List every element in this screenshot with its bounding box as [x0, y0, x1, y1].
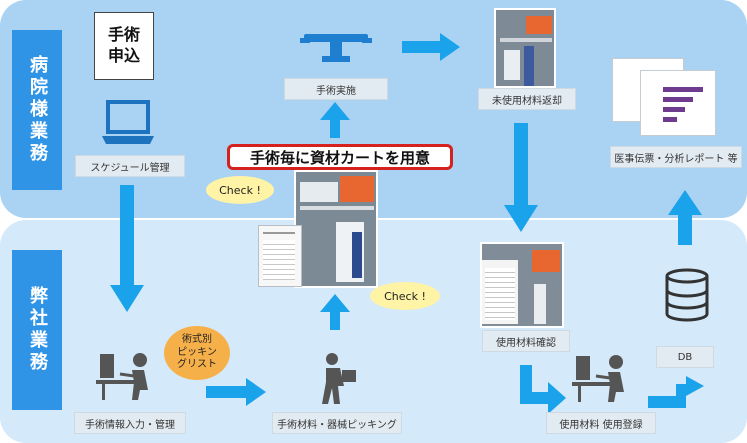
picking-list-line-2: ピッキン	[177, 346, 217, 358]
return-label: 未使用材料返却	[478, 88, 576, 110]
check-bubble-1: Check !	[206, 176, 274, 204]
report-document-front	[640, 70, 716, 136]
arrow-check-to-registration	[520, 365, 566, 414]
hospital-lane-label: 病院様業務	[12, 30, 62, 190]
laptop-icon	[102, 100, 154, 144]
arrow-db-to-reports	[668, 190, 702, 245]
arrow-schedule-to-info	[110, 185, 144, 312]
arrow-info-to-picking	[206, 378, 266, 406]
surgery-label: 手術実施	[284, 78, 388, 100]
check-bubble-2: Check !	[370, 282, 440, 310]
surgery-table-icon	[300, 34, 372, 62]
return-cart-photo	[494, 8, 556, 88]
schedule-label: スケジュール管理	[75, 155, 185, 177]
used-check-label: 使用材料確認	[482, 330, 570, 352]
cart-banner: 手術毎に資材カートを用意	[227, 144, 453, 170]
picking-list-line-3: グリスト	[177, 359, 217, 371]
used-check-photo	[480, 242, 564, 328]
picking-label: 手術材料・器械ピッキング	[272, 412, 402, 434]
arrow-cart-to-surgery	[320, 102, 350, 138]
registration-label: 使用材料 使用登録	[546, 412, 656, 434]
reports-label: 医事伝票・分析レポート 等	[610, 146, 742, 168]
info-input-label: 手術情報入力・管理	[74, 412, 186, 434]
registration-worker-icon	[572, 355, 624, 402]
carrying-person-icon	[322, 353, 356, 404]
picking-sheet-image	[258, 225, 302, 287]
arrow-return-to-check	[504, 123, 538, 232]
material-cart-photo	[294, 170, 378, 288]
db-label: DB	[656, 346, 714, 368]
company-lane-label: 弊社業務	[12, 250, 62, 410]
database-icon	[665, 268, 709, 322]
picking-list-bubble: 術式別 ピッキン グリスト	[164, 326, 230, 380]
arrow-registration-to-db	[648, 376, 704, 408]
desk-worker-icon	[96, 353, 148, 400]
surgery-request-note: 手術 申込	[94, 12, 154, 80]
arrow-surgery-to-return	[402, 33, 460, 61]
picking-list-line-1: 術式別	[182, 334, 212, 346]
arrow-picking-to-cart	[320, 294, 350, 330]
